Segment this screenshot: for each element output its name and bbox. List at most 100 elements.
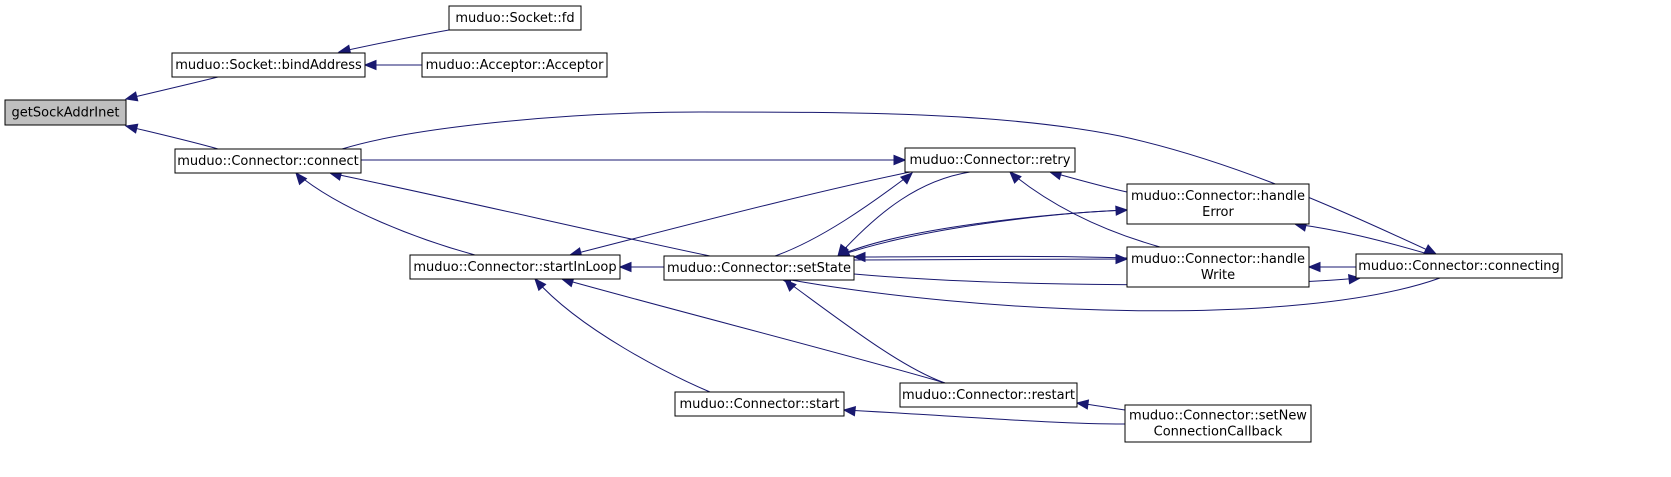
arrowhead-icon: [124, 123, 139, 134]
edge-setState-to-startInLoop: [618, 261, 665, 273]
edge-connecting-to-handleWrite: [1307, 261, 1357, 273]
node-restart[interactable]: muduo::Connector::restart: [899, 382, 1078, 408]
node-label: muduo::Acceptor::Acceptor: [426, 58, 605, 73]
node-label: muduo::Socket::bindAddress: [175, 58, 362, 73]
node-retry[interactable]: muduo::Connector::retry: [904, 147, 1076, 173]
node-label: muduo::Connector::start: [680, 397, 840, 412]
arrowhead-icon: [899, 172, 913, 185]
node-box[interactable]: [4, 99, 127, 126]
node-label: muduo::Connector::startInLoop: [413, 260, 616, 275]
node-label: Error: [1202, 205, 1234, 220]
node-box[interactable]: [1126, 246, 1310, 288]
arrowhead-icon: [893, 154, 907, 166]
edge-restart-to-setState: [784, 279, 946, 384]
edge-setState-to-connect: [328, 170, 711, 257]
node-root[interactable]: getSockAddrInet: [4, 99, 127, 126]
node-bindAddress[interactable]: muduo::Socket::bindAddress: [171, 52, 366, 78]
edge-line: [341, 111, 1437, 255]
arrowhead-icon: [1307, 261, 1321, 273]
edge-restart-to-startInLoop: [560, 277, 946, 384]
edge-line: [784, 279, 946, 384]
edge-bindAddress-to-root: [124, 76, 219, 102]
edge-connect-to-retry: [361, 154, 907, 166]
edge-line: [1009, 171, 1161, 248]
edge-retry-to-setState: [837, 171, 971, 258]
node-setNewConn[interactable]: muduo::Connector::setNewConnectionCallba…: [1124, 404, 1312, 443]
node-box[interactable]: [1124, 404, 1312, 443]
node-box[interactable]: [899, 382, 1078, 408]
edge-setState-to-handleWrite: [853, 253, 1129, 265]
arrowhead-icon: [295, 171, 308, 186]
node-box[interactable]: [1355, 253, 1563, 279]
edge-line: [837, 171, 971, 257]
edge-line: [1294, 223, 1429, 255]
node-box[interactable]: [448, 5, 582, 31]
edge-connect-to-root: [124, 123, 219, 150]
arrowhead-icon: [1115, 205, 1129, 216]
node-connecting[interactable]: muduo::Connector::connecting: [1355, 253, 1563, 279]
edge-line: [837, 209, 1128, 257]
edge-retry-to-startInLoop: [568, 171, 911, 258]
node-box[interactable]: [1126, 183, 1310, 225]
edge-connecting-to-setState: [778, 275, 1441, 312]
node-start[interactable]: muduo::Connector::start: [674, 391, 845, 417]
node-box[interactable]: [171, 52, 366, 78]
edge-line: [853, 255, 1128, 259]
arrowhead-icon: [784, 279, 797, 292]
arrowhead-icon: [852, 251, 866, 263]
edge-line: [774, 172, 913, 257]
edge-line: [338, 29, 450, 53]
arrowhead-icon: [618, 261, 632, 273]
edge-line: [125, 125, 219, 150]
edge-line: [561, 278, 946, 384]
edge-line: [843, 409, 1126, 425]
arrowhead-icon: [1115, 253, 1129, 265]
node-label: ConnectionCallback: [1154, 425, 1283, 440]
edges-layer: [124, 29, 1441, 425]
node-box[interactable]: [421, 52, 608, 78]
node-label: Write: [1201, 268, 1235, 283]
edge-setState-to-handleError: [837, 205, 1129, 257]
arrowhead-icon: [1075, 399, 1090, 410]
edge-line: [295, 172, 476, 256]
nodes-layer: getSockAddrInet muduo::Socket::bindAddres…: [4, 5, 1563, 443]
node-connect[interactable]: muduo::Connector::connect: [174, 148, 362, 174]
edge-line: [329, 172, 711, 257]
arrowhead-icon: [1347, 274, 1362, 285]
node-label: muduo::Connector::retry: [910, 153, 1071, 168]
edge-connecting-to-connect: [341, 111, 1438, 255]
edge-connecting-to-handleError: [1293, 221, 1429, 255]
node-label: muduo::Connector::handle: [1131, 189, 1305, 204]
node-box[interactable]: [904, 147, 1076, 173]
node-label: muduo::Connector::handle: [1131, 252, 1305, 267]
node-fd[interactable]: muduo::Socket::fd: [448, 5, 582, 31]
node-label: muduo::Connector::connecting: [1358, 259, 1560, 274]
node-label: muduo::Connector::setNew: [1129, 409, 1307, 424]
node-startInLoop[interactable]: muduo::Connector::startInLoop: [409, 254, 621, 280]
node-setState[interactable]: muduo::Connector::setState: [663, 255, 855, 281]
edge-line: [779, 277, 1441, 312]
node-label: muduo::Connector::connect: [177, 154, 359, 169]
edge-start-to-startInLoop: [534, 278, 711, 393]
edge-setState-to-retry: [774, 172, 913, 257]
edge-line: [837, 209, 1128, 257]
node-label: muduo::Connector::restart: [902, 388, 1075, 403]
edge-acceptor-to-bindAddress: [363, 59, 422, 71]
node-box[interactable]: [174, 148, 362, 174]
edge-setNewConn-to-start: [842, 406, 1126, 425]
edge-fd-to-bindAddress: [337, 29, 450, 55]
arrowhead-icon: [363, 59, 377, 71]
node-box[interactable]: [674, 391, 845, 417]
edge-handleError-to-setState: [836, 209, 1128, 257]
edge-line: [569, 171, 911, 256]
arrowhead-icon: [1423, 244, 1438, 255]
arrowhead-icon: [1009, 171, 1022, 184]
edge-line: [125, 76, 219, 100]
edge-line: [1049, 171, 1128, 193]
node-acceptor[interactable]: muduo::Acceptor::Acceptor: [421, 52, 608, 78]
node-box[interactable]: [409, 254, 621, 280]
node-box[interactable]: [663, 255, 855, 281]
